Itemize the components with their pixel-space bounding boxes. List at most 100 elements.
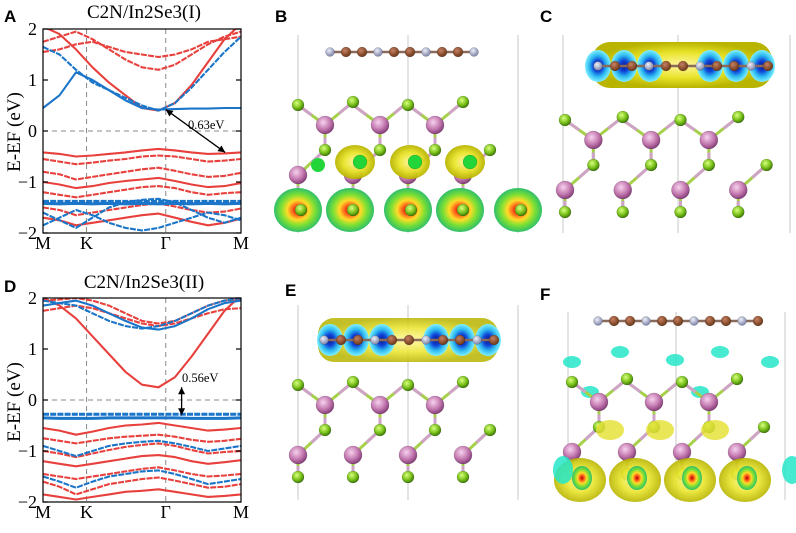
carbon-atom bbox=[404, 46, 416, 58]
panel-label-b: B bbox=[275, 7, 287, 26]
band-1-5 bbox=[43, 469, 241, 489]
indium-atom bbox=[370, 395, 390, 415]
charge-depletion-cyan bbox=[666, 354, 684, 366]
nitrogen-atom bbox=[644, 61, 654, 71]
carbon-atom bbox=[436, 46, 448, 58]
band-0-1 bbox=[43, 30, 241, 71]
selenium-atom bbox=[514, 203, 528, 217]
x-tick-label-3: M bbox=[233, 233, 249, 253]
gap-arrow-head-end bbox=[217, 145, 226, 153]
selenium-atom bbox=[346, 95, 360, 109]
selenium-atom bbox=[675, 375, 689, 389]
carbon-atom bbox=[677, 60, 689, 72]
indium-atom bbox=[425, 115, 445, 135]
band-1-4 bbox=[43, 197, 241, 229]
nitrogen-atom bbox=[472, 335, 482, 345]
selenium-atom bbox=[291, 98, 305, 112]
indium-atom bbox=[555, 180, 575, 200]
band-0-4 bbox=[43, 154, 241, 166]
selenium-atom bbox=[346, 375, 360, 389]
selenium-atom bbox=[373, 423, 387, 437]
nitrogen-atom bbox=[469, 47, 479, 57]
selenium-atom bbox=[732, 110, 745, 124]
panel-label-e: E bbox=[285, 281, 296, 300]
band-1-3 bbox=[43, 416, 241, 420]
selenium-atom bbox=[616, 110, 629, 124]
selenium-atom bbox=[760, 158, 773, 172]
selenium-atom bbox=[456, 203, 470, 217]
charge-density-structure-f bbox=[553, 312, 796, 502]
indium-atom bbox=[370, 115, 390, 135]
chart-title-d: C2N/In2Se3(II) bbox=[84, 272, 204, 293]
x-tick-label-0: M bbox=[35, 233, 51, 253]
carbon-atom bbox=[488, 334, 500, 346]
y-tick-label-4: −2 bbox=[18, 223, 37, 243]
chart-title-a: C2N/In2Se3(I) bbox=[87, 2, 201, 23]
selenium-atom bbox=[401, 378, 415, 392]
band-1-4 bbox=[43, 439, 241, 458]
selenium-atom bbox=[730, 372, 744, 386]
band-0-7 bbox=[43, 185, 241, 199]
band-1-1 bbox=[43, 298, 241, 330]
carbon-atom bbox=[762, 60, 774, 72]
selenium-atom bbox=[318, 423, 332, 437]
nitrogen-atom bbox=[746, 61, 756, 71]
indium-atom bbox=[613, 180, 632, 200]
x-tick-label-2: Γ bbox=[161, 233, 171, 253]
carbon-atom bbox=[752, 315, 764, 327]
selenium-atom bbox=[565, 375, 579, 389]
x-tick-label-1: K bbox=[80, 233, 93, 253]
indium-atom bbox=[699, 130, 719, 150]
carbon-atom bbox=[437, 334, 449, 346]
carbon-atom bbox=[728, 60, 740, 72]
nitrogen-atom bbox=[593, 316, 603, 326]
x-tick-label-3: M bbox=[233, 502, 249, 522]
charge-density-structure-e bbox=[288, 305, 519, 500]
carbon-atom bbox=[704, 315, 716, 327]
charge-density-structure-b bbox=[274, 35, 542, 233]
charge-depletion-cyan bbox=[711, 346, 729, 358]
carbon-atom bbox=[660, 60, 672, 72]
band-0-9 bbox=[43, 212, 241, 227]
carbon-atom bbox=[388, 46, 400, 58]
band-0-3 bbox=[43, 421, 241, 436]
selenium-atom bbox=[558, 113, 572, 127]
indium-atom bbox=[315, 115, 335, 135]
selenium-atom bbox=[616, 205, 629, 219]
gap-arrow-head-end bbox=[178, 408, 186, 416]
charge-core-green bbox=[311, 158, 325, 172]
selenium-atom bbox=[483, 423, 497, 437]
band-0-7 bbox=[43, 466, 241, 481]
selenium-atom bbox=[428, 143, 442, 157]
nitrogen-atom bbox=[421, 335, 431, 345]
carbon-atom bbox=[386, 334, 398, 346]
carbon-atom bbox=[711, 60, 723, 72]
selenium-atom bbox=[291, 470, 305, 484]
carbon-atom bbox=[609, 60, 621, 72]
gap-arrow-line bbox=[165, 109, 226, 153]
selenium-atom bbox=[674, 205, 687, 219]
indium-atom bbox=[398, 445, 418, 465]
selenium-atom bbox=[346, 470, 360, 484]
nitrogen-atom bbox=[370, 335, 380, 345]
nitrogen-atom bbox=[695, 61, 705, 71]
band-0-6 bbox=[43, 176, 241, 190]
selenium-atom bbox=[620, 372, 634, 386]
gap-annotation-a: 0.63eV bbox=[188, 118, 224, 132]
y-tick-label-4: −2 bbox=[18, 492, 37, 512]
panel-label-f: F bbox=[540, 285, 550, 304]
indium-atom bbox=[699, 392, 719, 412]
charge-depletion-cyan bbox=[563, 356, 581, 368]
indium-atom bbox=[343, 445, 363, 465]
carbon-atom bbox=[403, 334, 415, 346]
indium-atom bbox=[425, 395, 445, 415]
y-tick-label-2: 0 bbox=[28, 390, 37, 410]
indium-atom bbox=[584, 130, 603, 150]
selenium-atom bbox=[587, 158, 600, 172]
band-1-3 bbox=[43, 201, 241, 206]
carbon-atom bbox=[352, 334, 364, 346]
charge-accumulation-yellow bbox=[701, 420, 729, 440]
x-tick-label-0: M bbox=[35, 502, 51, 522]
charge-density-hotspot bbox=[627, 466, 647, 490]
nitrogen-atom bbox=[641, 316, 651, 326]
